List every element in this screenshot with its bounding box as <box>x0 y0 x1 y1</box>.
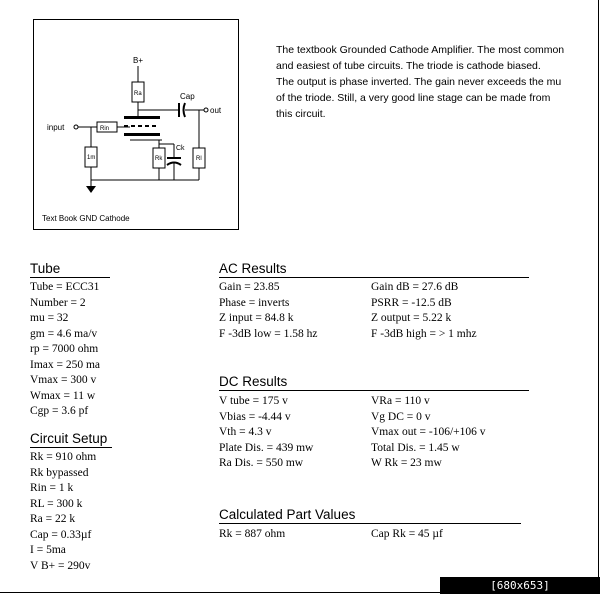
tube-item: Cgp = 3.6 pf <box>30 405 89 417</box>
calculated-heading: Calculated Part Values <box>219 507 521 524</box>
calculated-value: Rk = 887 ohm <box>219 528 286 540</box>
setup-item: Cap = 0.33µf <box>30 528 92 541</box>
tube-item: Number = 2 <box>30 296 86 309</box>
dc-results-heading: DC Results <box>219 374 529 391</box>
description-line: The textbook Grounded Cathode Amplifier.… <box>276 44 565 56</box>
label-1m: 1m <box>87 155 95 161</box>
tube-item: Wmax = 11 w <box>30 389 96 402</box>
dc-result: Plate Dis. = 439 mw <box>219 441 314 454</box>
ac-result: Z output = 5.22 k <box>371 312 452 324</box>
tube-heading: Tube <box>30 261 110 278</box>
tube-item: gm = 4.6 ma/v <box>30 327 98 340</box>
label-input: input <box>47 123 65 132</box>
ac-result: PSRR = -12.5 dB <box>371 296 452 309</box>
dc-result: Vg DC = 0 v <box>371 410 431 423</box>
page-frame <box>0 0 599 593</box>
description-line: this circuit. <box>276 108 326 120</box>
dc-result: Vmax out = -106/+106 v <box>371 426 486 438</box>
ck-plate-b <box>166 161 182 166</box>
label-out: out <box>210 106 222 115</box>
tube-item: Vmax = 300 v <box>30 374 97 386</box>
triode-symbol <box>124 116 160 136</box>
dc-result: Ra Dis. = 550 mw <box>219 457 304 469</box>
label-rk: Rk <box>155 156 163 162</box>
ac-result: Gain = 23.85 <box>219 281 280 293</box>
ac-results-heading: AC Results <box>219 261 529 278</box>
ac-result: F -3dB low = 1.58 hz <box>219 327 318 340</box>
label-bplus: B+ <box>133 56 143 65</box>
description-line: and easiest of tube circuits. The triode… <box>276 60 541 72</box>
out-terminal <box>203 107 209 113</box>
image-host-watermark: [680x653] https://upic.me/ <box>440 577 600 609</box>
triode-plate <box>124 116 160 119</box>
dc-results-grid: V tube = 175 v VRa = 110 v Vbias = -4.44… <box>219 394 531 472</box>
description-line: of the triode. Still, a very good line s… <box>276 92 551 104</box>
schematic-caption: Text Book GND Cathode <box>42 214 130 223</box>
dc-result: Total Dis. = 1.45 w <box>371 441 460 454</box>
calculated-grid: Rk = 887 ohm Cap Rk = 45 µf <box>219 527 531 543</box>
calculated-value: Cap Rk = 45 µf <box>371 528 443 540</box>
ac-result: Gain dB = 27.6 dB <box>371 281 459 293</box>
dc-result: VRa = 110 v <box>371 395 430 407</box>
tube-item: rp = 7000 ohm <box>30 343 99 355</box>
setup-item: I = 5ma <box>30 544 66 556</box>
tube-list: Tube = ECC31 Number = 2 mu = 32 gm = 4.6… <box>30 280 100 420</box>
setup-item: V B+ = 290v <box>30 559 91 572</box>
label-ck: Ck <box>176 145 185 152</box>
label-ra: Ra <box>134 91 142 97</box>
ac-result: Z input = 84.8 k <box>219 312 294 324</box>
dc-result: Vbias = -4.44 v <box>219 410 291 423</box>
description-line: The output is phase inverted. The gain n… <box>276 76 562 88</box>
tube-item: mu = 32 <box>30 312 69 324</box>
ac-result: F -3dB high = > 1 mhz <box>371 327 477 340</box>
dc-result: W Rk = 23 mw <box>371 457 442 469</box>
tube-item: Imax = 250 ma <box>30 358 101 371</box>
label-rin: Rin <box>100 126 109 132</box>
setup-item: Rin = 1 k <box>30 482 74 494</box>
setup-item: Ra = 22 k <box>30 513 76 525</box>
cap-plate-b <box>182 102 186 118</box>
circuit-setup-list: Rk = 910 ohm Rk bypassed Rin = 1 k RL = … <box>30 450 96 574</box>
dc-result: V tube = 175 v <box>219 395 288 407</box>
tube-item: Tube = ECC31 <box>30 281 100 293</box>
ground-icon <box>86 186 96 193</box>
ac-result: Phase = inverts <box>219 296 290 309</box>
setup-item: Rk bypassed <box>30 466 89 479</box>
triode-cathode <box>124 133 160 136</box>
setup-item: Rk = 910 ohm <box>30 451 97 463</box>
schematic-svg: B+ Ra Cap out input Rin Rk Ck Rl 1m <box>47 56 222 193</box>
ac-results-grid: Gain = 23.85 Gain dB = 27.6 dB Phase = i… <box>219 280 531 342</box>
input-terminal <box>73 124 79 130</box>
label-rl: Rl <box>196 156 202 162</box>
label-cap: Cap <box>180 92 195 101</box>
schematic-diagram: B+ Ra Cap out input Rin Rk Ck Rl 1m Text… <box>33 19 239 230</box>
circuit-setup-heading: Circuit Setup <box>30 431 112 448</box>
circuit-description: The textbook Grounded Cathode Amplifier.… <box>276 42 596 122</box>
dc-result: Vth = 4.3 v <box>219 426 272 438</box>
setup-item: RL = 300 k <box>30 497 83 510</box>
